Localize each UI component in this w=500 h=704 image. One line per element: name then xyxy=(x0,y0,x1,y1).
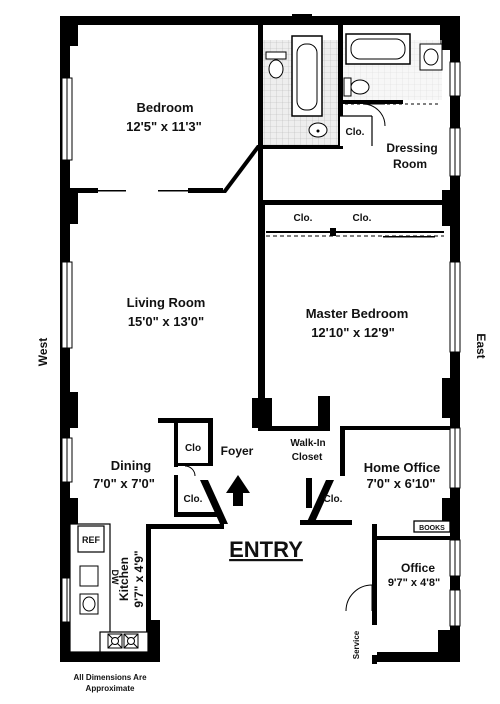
bedroom-dims: 12'5" x 11'3" xyxy=(126,119,202,134)
walk-in-closet-label-2: Closet xyxy=(292,452,323,463)
master-closet-1-label: Clo. xyxy=(294,213,313,224)
kitchen-dims: 9'7" x 4'9" xyxy=(132,550,146,607)
doors xyxy=(184,103,386,612)
west-label: West xyxy=(36,338,50,366)
windows xyxy=(61,61,461,627)
room-labels: Bedroom 12'5" x 11'3" Living Room 15'0" … xyxy=(36,100,488,693)
living-room-label: Living Room xyxy=(127,295,206,310)
master-closet-2-label: Clo. xyxy=(353,213,372,224)
interior-walls xyxy=(70,145,450,664)
east-label: East xyxy=(474,333,488,358)
service-label: Service xyxy=(352,630,361,659)
entry-label: ENTRY xyxy=(229,537,303,562)
dressing-room-label-1: Dressing xyxy=(386,141,437,155)
dressing-room-label-2: Room xyxy=(393,157,427,171)
foyer-closet-label: Clo xyxy=(185,443,201,454)
dining-closet-label: Clo. xyxy=(184,494,203,505)
dw-label: DW xyxy=(110,570,120,585)
home-office-closet-label: Clo. xyxy=(324,494,343,505)
home-office-dims: 7'0" x 6'10" xyxy=(366,476,435,491)
kitchen-label: Kitchen xyxy=(117,557,131,601)
master-bedroom-label: Master Bedroom xyxy=(306,306,409,321)
dimensions-note-line-2: Approximate xyxy=(86,684,135,693)
books-shelf xyxy=(413,520,451,533)
office-label: Office xyxy=(401,561,435,575)
dining-dims: 7'0" x 7'0" xyxy=(93,476,155,491)
living-room-dims: 15'0" x 13'0" xyxy=(128,314,204,329)
bath-closet-label: Clo. xyxy=(346,127,365,138)
foyer-label: Foyer xyxy=(221,444,254,458)
entry-arrow-icon xyxy=(226,475,250,506)
dining-label: Dining xyxy=(111,458,151,473)
office-dims: 9'7" x 4'8" xyxy=(388,577,440,589)
master-bedroom-dims: 12'10" x 12'9" xyxy=(311,325,395,340)
home-office-label: Home Office xyxy=(364,460,441,475)
books-label: BOOKS xyxy=(419,525,445,532)
ref-label: REF xyxy=(82,535,101,545)
dimensions-note-line-1: All Dimensions Are xyxy=(73,673,147,682)
walk-in-closet-label-1: Walk-In xyxy=(290,438,325,449)
bedroom-label: Bedroom xyxy=(136,100,193,115)
bathrooms xyxy=(258,14,443,205)
kitchen-fixtures xyxy=(69,523,149,653)
